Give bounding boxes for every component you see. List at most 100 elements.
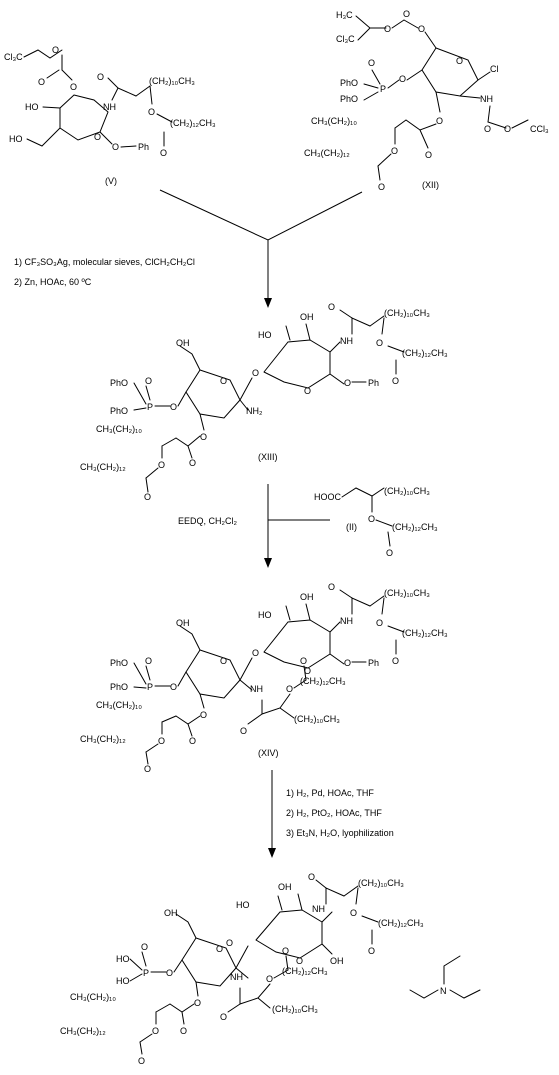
- cl-label: Cl: [490, 64, 499, 74]
- tail-label: (CH₂)₁₀CH₃: [384, 308, 430, 318]
- cl3c-label: Cl₃C: [336, 34, 355, 44]
- o-label: O: [350, 908, 357, 918]
- tail-label: (CH₂)₁₀CH₃: [294, 714, 340, 724]
- tail-label: (CH₂)₁₂CH₃: [170, 118, 216, 128]
- tail-label: CH₃(CH₂)₁₀: [311, 116, 357, 126]
- pho-label: PhO: [340, 78, 358, 88]
- o-label: O: [158, 736, 165, 746]
- o-label: O: [112, 142, 119, 152]
- o-ring-label: O: [220, 376, 227, 386]
- o-label: O: [220, 1012, 227, 1022]
- o-ring-label: O: [456, 56, 463, 66]
- o-label: O: [141, 942, 148, 952]
- oh-label: OH: [164, 908, 178, 918]
- ccl3-label: CCl₃: [530, 124, 549, 134]
- compound-ii-label: (II): [346, 522, 357, 532]
- p-label: P: [143, 968, 149, 978]
- tail-label: CH₃(CH₂)₁₂: [60, 1026, 106, 1036]
- step3-cond1: 1) H₂, Pd, HOAc, THF: [286, 788, 374, 798]
- o-label: O: [418, 24, 425, 34]
- pho-label: PhO: [110, 658, 128, 668]
- pho-label: PhO: [340, 94, 358, 104]
- o-label: O: [170, 682, 177, 692]
- tail-label: CH₃(CH₂)₁₀: [96, 700, 142, 710]
- o-label: O: [384, 24, 391, 34]
- step3-cond2: 2) H₂, PtO₂, HOAc, THF: [286, 808, 382, 818]
- tail-label: (CH₂)₁₀CH₃: [384, 588, 430, 598]
- nh-label: NH: [250, 684, 263, 694]
- compound-v-label: (V): [105, 176, 117, 186]
- pho-label: PhO: [110, 378, 128, 388]
- o-label: O: [403, 9, 410, 19]
- tail-label: (CH₂)₁₂CH₃: [282, 966, 328, 976]
- o-ring-label: O: [216, 944, 223, 954]
- o-label: O: [189, 736, 196, 746]
- nh-label: NH: [312, 904, 325, 914]
- o-label: O: [392, 376, 399, 386]
- o-label: O: [194, 998, 201, 1008]
- h3c-label: H₃C: [336, 10, 353, 20]
- ho-label: HO: [25, 102, 39, 112]
- o-label: O: [144, 492, 151, 502]
- o-label: O: [344, 658, 351, 668]
- o-label: O: [158, 460, 165, 470]
- compound-xii: H₃C Cl₃C O O O O Cl O P O PhO PhO NH O O…: [304, 9, 549, 192]
- o-label: O: [392, 656, 399, 666]
- nh-label: NH: [480, 94, 493, 104]
- compound-xiii-label: (XIII): [258, 452, 278, 462]
- cl3c-label: Cl₃C: [4, 52, 23, 62]
- o-label: O: [328, 302, 335, 312]
- pho-label: PhO: [110, 406, 128, 416]
- tail-label: CH₃(CH₂)₁₂: [80, 734, 126, 744]
- o-label: O: [145, 376, 152, 386]
- o-label: O: [97, 72, 104, 82]
- o-label: O: [344, 378, 351, 388]
- tail-label: (CH₂)₁₂CH₃: [402, 628, 448, 638]
- tail-label: CH₃(CH₂)₁₀: [96, 424, 142, 434]
- hooc-label: HOOC: [314, 492, 342, 502]
- tail-label: (CH₂)₁₂CH₃: [402, 348, 448, 358]
- ho-label: HO: [116, 976, 130, 986]
- o-label: O: [484, 124, 491, 134]
- o-label: O: [328, 582, 335, 592]
- final-product: O OH O P O HO HO NH O O (CH₂)₁₂CH₃ O (CH…: [60, 872, 424, 1066]
- nh-label: NH: [103, 102, 116, 112]
- ho-label: HO: [258, 330, 272, 340]
- o-label: O: [52, 45, 59, 55]
- tail-label: CH₃(CH₂)₁₂: [80, 462, 126, 472]
- ph-label: Ph: [138, 142, 149, 152]
- p-label: P: [147, 682, 153, 692]
- oh-label: OH: [300, 312, 314, 322]
- o-ring-label: O: [296, 956, 303, 966]
- o-label: O: [378, 182, 385, 192]
- pho-label: PhO: [110, 682, 128, 692]
- step3-cond3: 3) Et₃N, H₂O, lyophilization: [286, 828, 394, 838]
- o-label: O: [376, 338, 383, 348]
- o-label: O: [252, 368, 259, 378]
- o-label: O: [145, 656, 152, 666]
- o-label: O: [436, 116, 443, 126]
- o-label: O: [425, 150, 432, 160]
- o-ring-label: O: [94, 132, 101, 142]
- o-ring-label: O: [304, 666, 311, 676]
- tail-label: CH₃(CH₂)₁₂: [304, 148, 350, 158]
- ph-label: Ph: [368, 658, 379, 668]
- step1-cond2: 2) Zn, HOAc, 60 ºC: [14, 277, 92, 287]
- oh-label: OH: [278, 882, 292, 892]
- nh-label: NH: [340, 336, 353, 346]
- p-label: P: [147, 402, 153, 412]
- o-label: O: [200, 710, 207, 720]
- arrowhead: [268, 848, 276, 858]
- o-label: O: [148, 107, 155, 117]
- tail-label: (CH₂)₁₀CH₃: [358, 878, 404, 888]
- o-label: O: [189, 458, 196, 468]
- o-label: O: [170, 402, 177, 412]
- step2-cond1: EEDQ, CH₂Cl₂: [178, 516, 237, 526]
- o-label: O: [38, 77, 45, 87]
- oh-label: OH: [176, 618, 190, 628]
- compound-xiv-label: (XIV): [258, 748, 279, 758]
- o-label: O: [200, 432, 207, 442]
- ho-label: HO: [9, 134, 23, 144]
- o-label: O: [368, 946, 375, 956]
- o-label: O: [138, 1056, 145, 1066]
